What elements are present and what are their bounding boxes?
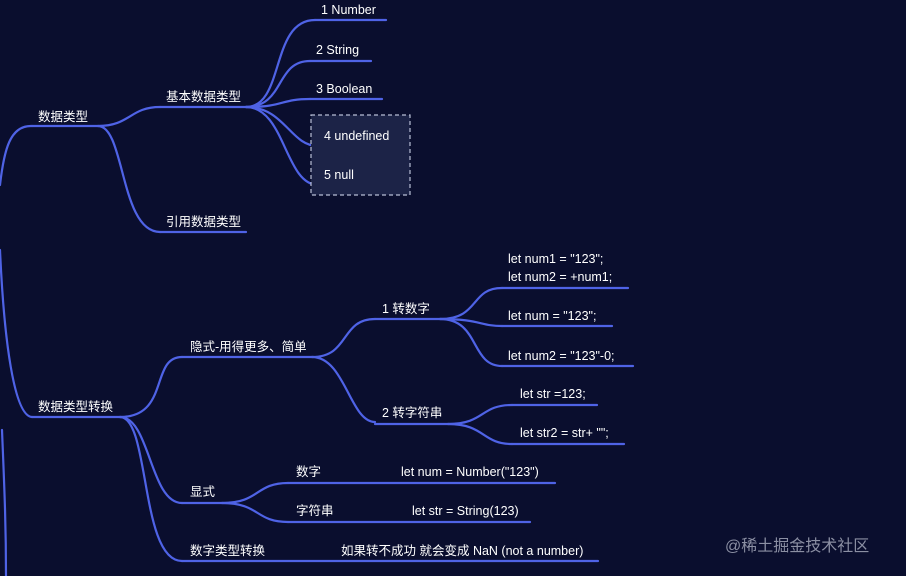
node-to-string[interactable]: 2 转字符串: [382, 405, 442, 420]
edge-to-number-example-1: [438, 286, 504, 321]
edge-basic-null: [244, 105, 320, 187]
node-number-example-4[interactable]: let num2 = "123"-0;: [508, 349, 615, 363]
edge-basic-number: [244, 18, 317, 109]
node-string-example-2[interactable]: let str2 = str+ "";: [520, 426, 609, 440]
edge-conversion-numeric: [118, 415, 184, 563]
edge-root-data-types: [0, 124, 34, 187]
edge-explicit-digit: [220, 481, 290, 505]
node-string-call[interactable]: let str = String(123): [412, 504, 519, 518]
node-boolean[interactable]: 3 Boolean: [316, 82, 372, 96]
edge-to-string-example-1: [446, 403, 514, 426]
node-string-example-1[interactable]: let str =123;: [520, 387, 586, 401]
node-explicit[interactable]: 显式: [190, 485, 216, 499]
edge-conversion-explicit: [118, 415, 184, 505]
edge-data-types-reference: [96, 124, 162, 234]
edge-to-string-example-2: [446, 422, 514, 446]
node-basic-types[interactable]: 基本数据类型: [166, 89, 241, 104]
node-number-example-3[interactable]: let num = "123";: [508, 309, 596, 323]
edge-root-bottom: [0, 428, 8, 576]
edge-data-types-basic: [96, 105, 162, 128]
edge-implicit-to-number: [310, 317, 377, 359]
node-string[interactable]: 2 String: [316, 43, 359, 57]
edge-explicit-string: [220, 501, 290, 524]
watermark-text: @稀土掘金技术社区: [725, 537, 869, 555]
node-to-number[interactable]: 1 转数字: [382, 301, 430, 316]
node-implicit[interactable]: 隐式-用得更多、简单: [190, 339, 307, 354]
node-number-example-2[interactable]: let num2 = +num1;: [508, 270, 612, 284]
node-data-types[interactable]: 数据类型: [38, 109, 88, 124]
edge-basic-boolean: [244, 97, 312, 109]
node-type-conversion[interactable]: 数据类型转换: [38, 399, 114, 414]
node-nan-note[interactable]: 如果转不成功 就会变成 NaN (not a number): [341, 543, 583, 558]
selection-box[interactable]: [310, 114, 411, 196]
node-string-label[interactable]: 字符串: [296, 503, 334, 518]
edge-implicit-to-string: [310, 355, 377, 424]
node-digit[interactable]: 数字: [296, 464, 321, 479]
edge-conversion-implicit: [118, 355, 184, 419]
node-number-call[interactable]: let num = Number("123"): [401, 465, 539, 479]
edge-basic-string: [244, 59, 312, 109]
node-number[interactable]: 1 Number: [321, 3, 376, 17]
edge-to-number-example-3: [438, 317, 504, 368]
node-null[interactable]: 5 null: [324, 168, 354, 182]
node-number-example-1[interactable]: let num1 = "123";: [508, 252, 603, 266]
node-reference-types[interactable]: 引用数据类型: [166, 214, 241, 229]
node-numeric-conversion[interactable]: 数字类型转换: [190, 543, 266, 558]
node-undefined[interactable]: 4 undefined: [324, 129, 389, 143]
edge-root-conversion: [0, 248, 34, 419]
